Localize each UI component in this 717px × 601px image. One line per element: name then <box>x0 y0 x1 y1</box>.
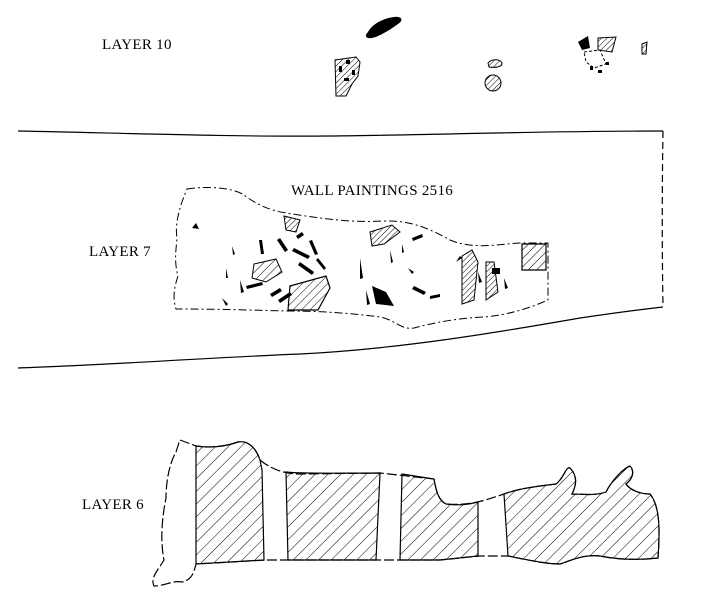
wall-paintings-label: WALL PAINTINGS 2516 <box>291 183 454 199</box>
wall-paintings-outline <box>173 186 549 329</box>
layer6-hatched-block-4 <box>503 465 660 565</box>
layer10-label: LAYER 10 <box>102 37 172 53</box>
painting-fragments-right <box>456 243 547 305</box>
painting-fragments-middle <box>360 224 440 306</box>
layer10-left-fragment <box>334 56 361 97</box>
layer6-hatched-block-1 <box>195 441 265 565</box>
layer10-fragments <box>334 16 648 97</box>
layer6-hatched-block-2 <box>285 471 381 561</box>
layer6-label: LAYER 6 <box>82 497 144 513</box>
layer7-right-boundary <box>661 130 664 308</box>
layer10-black-fragment <box>365 16 402 39</box>
layer6-section <box>152 439 660 587</box>
layer7-top-boundary <box>17 130 664 137</box>
layer10-small-blob <box>487 59 503 68</box>
layer10-right-fragments <box>578 36 648 73</box>
layer10-round-fragment <box>484 74 502 92</box>
layer6-hatched-block-3 <box>399 473 479 561</box>
wall-paintings-area <box>173 186 549 329</box>
layer7-band <box>17 130 664 369</box>
layer7-bottom-boundary <box>17 306 664 369</box>
layer7-label: LAYER 7 <box>89 244 151 260</box>
painting-fragments-left <box>192 215 331 311</box>
